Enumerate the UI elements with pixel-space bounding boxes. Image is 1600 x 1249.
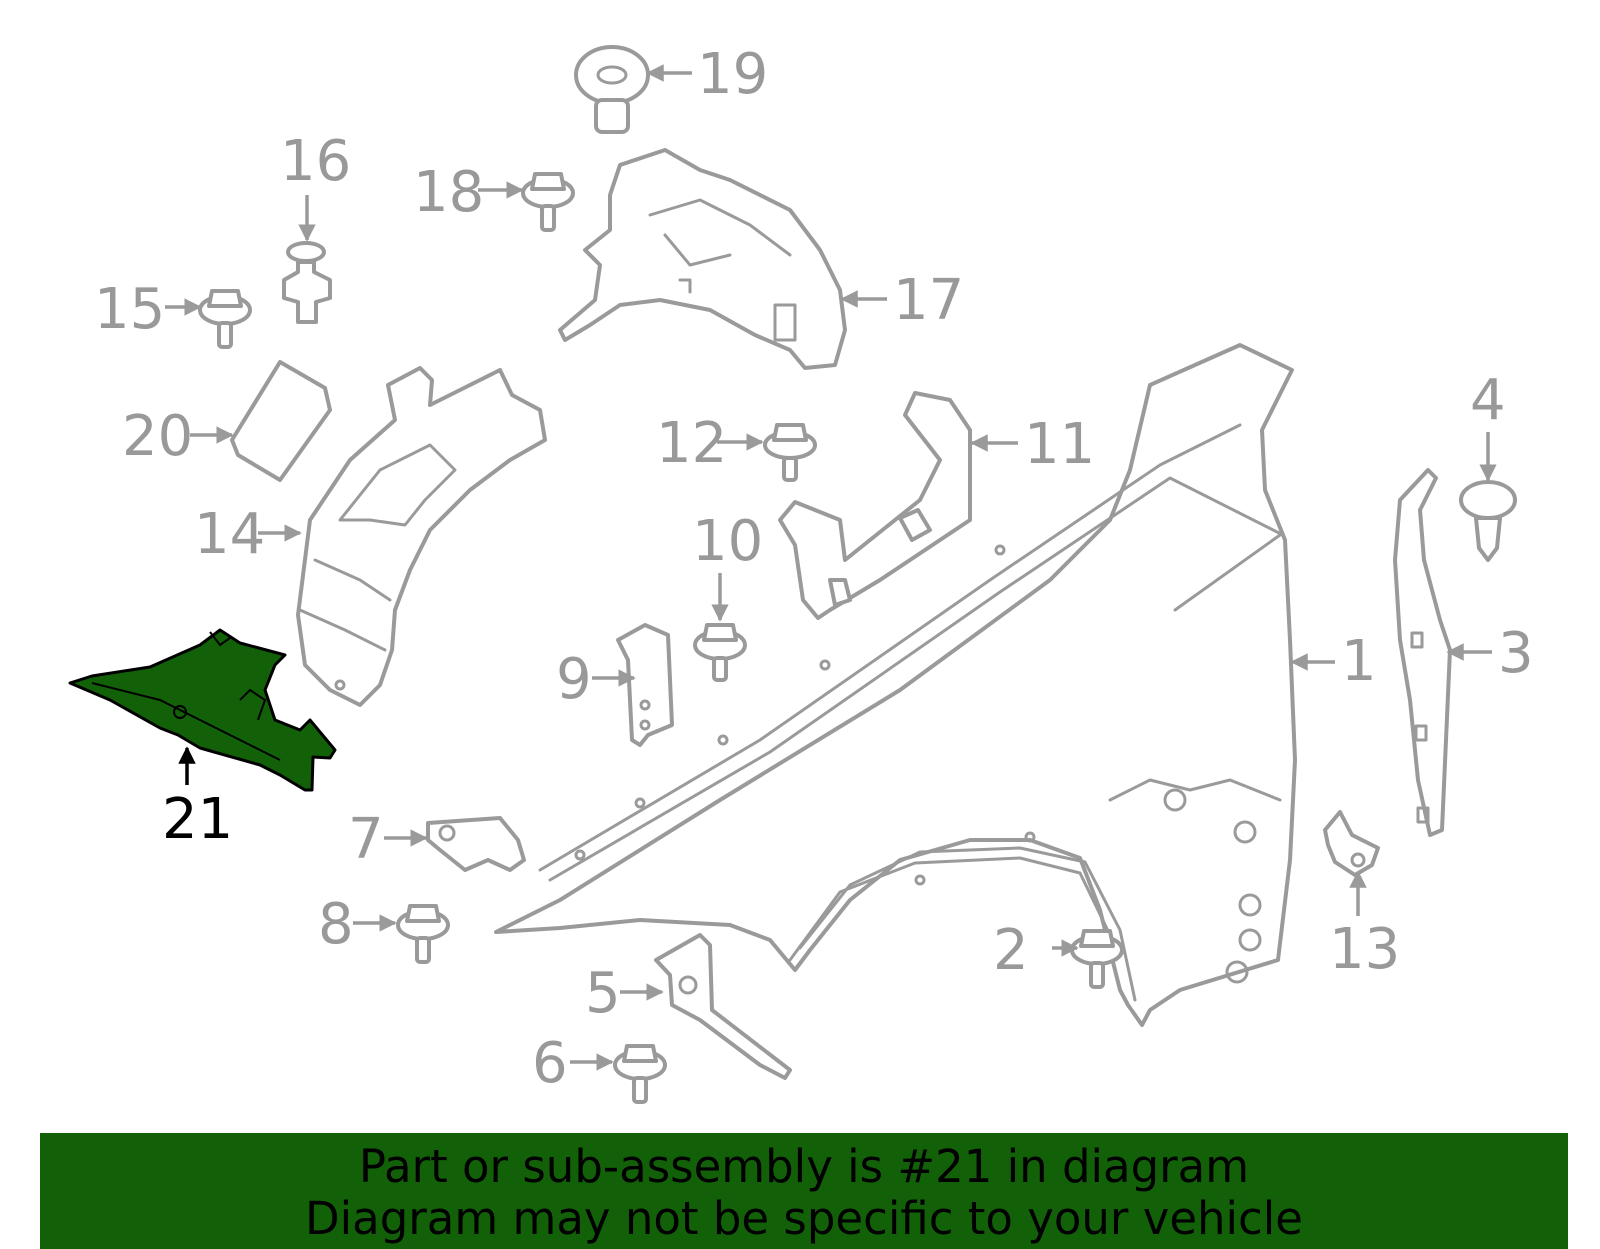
callout-16[interactable]: 16 (280, 129, 352, 194)
banner-line-2: Diagram may not be specific to your vehi… (305, 1192, 1303, 1245)
part-16-clip[interactable] (282, 241, 332, 324)
leader-lines (165, 64, 1497, 1071)
part-2-bolt[interactable] (1070, 929, 1124, 989)
part-11-bracket[interactable] (778, 391, 972, 620)
callout-10[interactable]: 10 (692, 509, 764, 574)
part-4-clip[interactable] (1459, 480, 1517, 562)
part-5-bracket[interactable] (654, 933, 792, 1080)
part-17-wheel-liner[interactable] (558, 148, 847, 370)
callout-18[interactable]: 18 (413, 160, 485, 225)
callout-7[interactable]: 7 (348, 807, 384, 872)
callout-19[interactable]: 19 (697, 42, 769, 107)
part-14-wheel-liner[interactable] (296, 366, 547, 707)
callout-14[interactable]: 14 (194, 502, 266, 567)
callout-20[interactable]: 20 (122, 404, 194, 469)
callout-13[interactable]: 13 (1329, 917, 1401, 982)
part-3-seal[interactable] (1393, 468, 1452, 837)
part-6-bolt[interactable] (613, 1044, 667, 1104)
banner-line-1: Part or sub-assembly is #21 in diagram (358, 1140, 1250, 1193)
callout-3[interactable]: 3 (1498, 621, 1534, 686)
part-1-fender[interactable] (494, 343, 1297, 1027)
callout-11[interactable]: 11 (1024, 412, 1096, 477)
callout-12[interactable]: 12 (656, 411, 728, 476)
callout-8[interactable]: 8 (318, 892, 354, 957)
part-20-pad[interactable] (230, 360, 332, 482)
callout-6[interactable]: 6 (532, 1031, 568, 1096)
callout-4[interactable]: 4 (1470, 368, 1506, 433)
part-21-under-cover[interactable] (68, 628, 337, 792)
part-19-grommet[interactable] (574, 45, 650, 134)
part-10-bolt[interactable] (693, 623, 747, 682)
part-13-bracket[interactable] (1323, 810, 1380, 877)
callout-9[interactable]: 9 (556, 647, 592, 712)
callout-2[interactable]: 2 (993, 918, 1029, 983)
callout-21[interactable]: 21 (162, 787, 234, 852)
callout-15[interactable]: 15 (94, 277, 166, 342)
parts-diagram (68, 45, 1517, 1104)
callout-1[interactable]: 1 (1341, 629, 1377, 694)
part-12-bolt[interactable] (763, 423, 817, 482)
callout-5[interactable]: 5 (585, 961, 621, 1026)
part-7-bracket[interactable] (426, 816, 526, 872)
part-15-bolt[interactable] (198, 289, 252, 349)
callout-17[interactable]: 17 (893, 268, 965, 333)
info-banner: Part or sub-assembly is #21 in diagram D… (40, 1133, 1568, 1249)
part-9-bracket[interactable] (616, 623, 674, 747)
part-8-bolt[interactable] (396, 904, 450, 964)
part-18-bolt[interactable] (521, 172, 575, 232)
